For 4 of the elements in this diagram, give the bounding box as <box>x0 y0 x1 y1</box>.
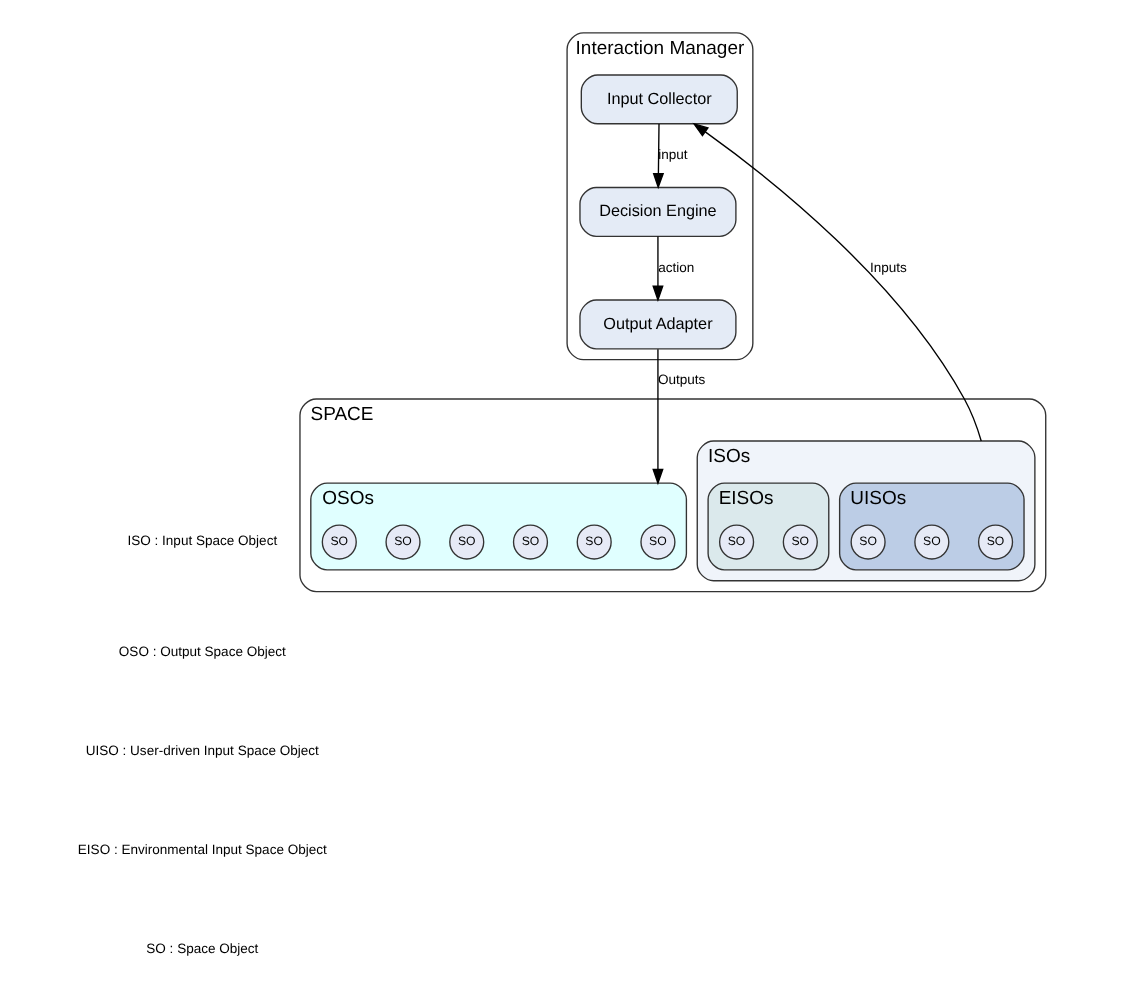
arrow <box>651 235 663 302</box>
arrow <box>691 122 981 442</box>
arrow <box>651 123 664 190</box>
arrow <box>651 348 663 486</box>
